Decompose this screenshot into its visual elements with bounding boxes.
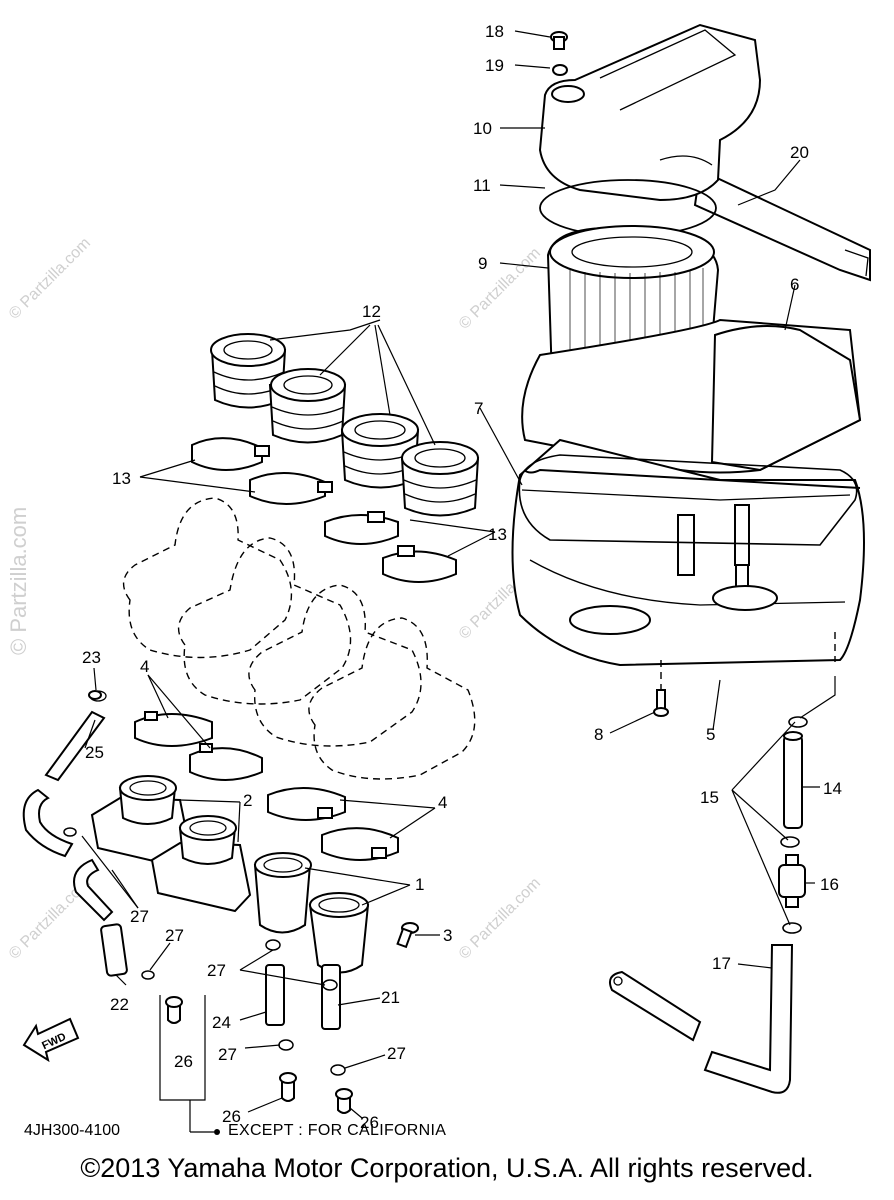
callout-19: 19	[485, 56, 504, 75]
carburetors-ghost	[122, 497, 476, 780]
hoses-24-21	[265, 964, 341, 1030]
clip-23	[88, 690, 102, 700]
callout-27-left: 27	[130, 907, 149, 926]
joints-1	[253, 852, 370, 974]
clamps-4-right	[267, 787, 399, 861]
callout-24: 24	[212, 1013, 231, 1032]
screw-3	[396, 922, 419, 949]
bolt-8	[653, 689, 669, 717]
air-duct-20	[693, 168, 871, 282]
callout-8: 8	[594, 725, 603, 744]
callout-labels: 18 19 10 11 9 20 6 7 8 5 12 13 13 23 4 2…	[82, 22, 842, 1132]
callout-13-left: 13	[112, 469, 131, 488]
clamps-4-left	[134, 711, 263, 781]
watermark-vertical: © Partzilla.com	[6, 507, 31, 655]
callout-25: 25	[85, 743, 104, 762]
clips-15	[780, 716, 808, 934]
carburetor-joints-2	[90, 775, 252, 913]
fwd-arrow-icon: FWD	[22, 1017, 80, 1063]
callout-27-lower: 27	[218, 1045, 237, 1064]
callout-10: 10	[473, 119, 492, 138]
joints-12	[210, 333, 480, 517]
callout-4-right: 4	[438, 793, 447, 812]
callout-2: 2	[243, 791, 252, 810]
watermark-1: © Partzilla.com	[6, 235, 94, 323]
callout-9: 9	[478, 254, 487, 273]
callout-26-right: 26	[360, 1113, 379, 1132]
callout-13-right: 13	[488, 525, 507, 544]
callout-16: 16	[820, 875, 839, 894]
callout-23: 23	[82, 648, 101, 667]
washer-19	[552, 64, 568, 76]
callout-4-left: 4	[140, 657, 149, 676]
screw-18	[550, 31, 568, 50]
california-note: EXCEPT : FOR CALIFORNIA	[228, 1122, 447, 1139]
watermark-2: © Partzilla.com	[456, 245, 544, 333]
air-cleaner-case-assembly	[511, 318, 865, 667]
callout-22: 22	[110, 995, 129, 1014]
california-bracket	[159, 995, 220, 1135]
leader-lines	[81, 30, 820, 1119]
callout-7: 7	[474, 399, 483, 418]
callout-6: 6	[790, 275, 799, 294]
callout-27-center: 27	[207, 961, 226, 980]
check-valve-16	[778, 854, 806, 908]
watermark-5: © Partzilla.com	[456, 875, 544, 963]
callout-21: 21	[381, 988, 400, 1007]
hose-left-lower	[73, 858, 114, 922]
callout-17: 17	[712, 954, 731, 973]
gasket-7	[518, 454, 858, 546]
callout-18: 18	[485, 22, 504, 41]
hose-25	[44, 690, 107, 782]
diagram-code: 4JH300-4100	[24, 1122, 121, 1139]
callout-11: 11	[473, 176, 491, 195]
hose-left-bend	[22, 788, 74, 858]
copyright-notice: ©2013 Yamaha Motor Corporation, U.S.A. A…	[80, 1153, 814, 1183]
drain-hose-14	[783, 731, 803, 829]
callout-5: 5	[706, 725, 715, 744]
hose-22	[100, 923, 128, 977]
callout-15: 15	[700, 788, 719, 807]
callout-3: 3	[443, 926, 452, 945]
callout-12: 12	[362, 302, 381, 321]
callout-27-bottom: 27	[165, 926, 184, 945]
plugs-26	[165, 996, 353, 1114]
clamps-13	[191, 437, 457, 583]
drain-route	[799, 676, 836, 719]
drain-hose-17	[609, 944, 794, 1094]
callout-1: 1	[415, 875, 424, 894]
callout-26-center: 26	[222, 1107, 241, 1126]
callout-26-bracket: 26	[174, 1052, 193, 1071]
air-cleaner-cover-10	[538, 23, 762, 202]
callout-14: 14	[823, 779, 842, 798]
callout-20: 20	[790, 143, 809, 162]
callout-27-right: 27	[387, 1044, 406, 1063]
